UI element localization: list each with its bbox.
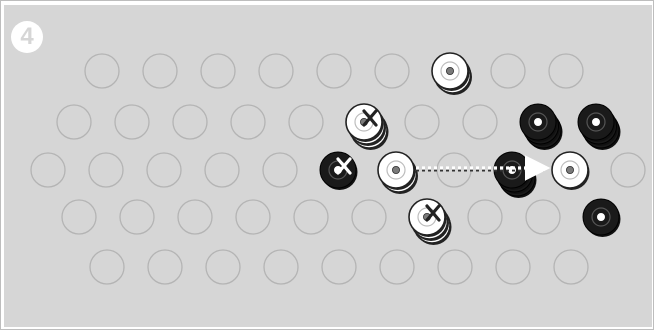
empty-hole[interactable] bbox=[119, 199, 155, 235]
empty-hole[interactable] bbox=[610, 152, 646, 188]
black-stack-r2c9[interactable] bbox=[519, 103, 563, 150]
empty-hole[interactable] bbox=[258, 53, 294, 89]
empty-hole[interactable] bbox=[172, 104, 208, 140]
empty-hole[interactable] bbox=[114, 104, 150, 140]
empty-hole[interactable] bbox=[374, 53, 410, 89]
empty-hole[interactable] bbox=[205, 249, 241, 285]
empty-hole[interactable] bbox=[89, 249, 125, 285]
empty-hole[interactable] bbox=[293, 199, 329, 235]
white-piece-r3c7-origin[interactable] bbox=[377, 151, 418, 194]
move-arrow bbox=[416, 155, 551, 181]
empty-hole[interactable] bbox=[30, 152, 66, 188]
empty-hole[interactable] bbox=[200, 53, 236, 89]
empty-hole[interactable] bbox=[230, 104, 266, 140]
empty-hole[interactable] bbox=[553, 249, 589, 285]
step-number-badge: 4 bbox=[11, 21, 43, 53]
capture-mark-icon bbox=[362, 109, 378, 127]
empty-hole[interactable] bbox=[235, 199, 271, 235]
empty-hole[interactable] bbox=[525, 199, 561, 235]
capture-mark-icon bbox=[425, 204, 441, 222]
empty-hole[interactable] bbox=[142, 53, 178, 89]
empty-hole[interactable] bbox=[437, 249, 473, 285]
empty-hole[interactable] bbox=[495, 249, 531, 285]
empty-hole[interactable] bbox=[548, 53, 584, 89]
black-stack-r3c9[interactable] bbox=[493, 151, 537, 198]
white-stack-r4c7[interactable] bbox=[408, 198, 452, 245]
empty-hole[interactable] bbox=[490, 53, 526, 89]
empty-hole[interactable] bbox=[404, 104, 440, 140]
black-piece-r4c10[interactable] bbox=[582, 198, 621, 237]
empty-hole[interactable] bbox=[88, 152, 124, 188]
empty-hole[interactable] bbox=[61, 199, 97, 235]
empty-hole[interactable] bbox=[379, 249, 415, 285]
empty-hole[interactable] bbox=[177, 199, 213, 235]
empty-hole[interactable] bbox=[462, 104, 498, 140]
black-piece-r3c6[interactable] bbox=[319, 151, 358, 190]
empty-hole[interactable] bbox=[146, 152, 182, 188]
empty-hole[interactable] bbox=[316, 53, 352, 89]
empty-hole[interactable] bbox=[147, 249, 183, 285]
pieces bbox=[319, 52, 621, 245]
empty-hole[interactable] bbox=[467, 199, 503, 235]
empty-hole[interactable] bbox=[84, 53, 120, 89]
black-stack-r2c10[interactable] bbox=[577, 103, 621, 150]
empty-hole[interactable] bbox=[263, 249, 299, 285]
empty-hole[interactable] bbox=[56, 104, 92, 140]
capture-mark-icon bbox=[336, 157, 352, 175]
white-stack-r2c6[interactable] bbox=[345, 103, 389, 150]
white-piece-r3c10-target[interactable] bbox=[551, 151, 590, 190]
empty-hole[interactable] bbox=[321, 249, 357, 285]
empty-hole[interactable] bbox=[204, 152, 240, 188]
empty-hole[interactable] bbox=[351, 199, 387, 235]
empty-hole[interactable] bbox=[262, 152, 298, 188]
empty-hole[interactable] bbox=[288, 104, 324, 140]
white-stack-r1c7[interactable] bbox=[431, 52, 472, 95]
